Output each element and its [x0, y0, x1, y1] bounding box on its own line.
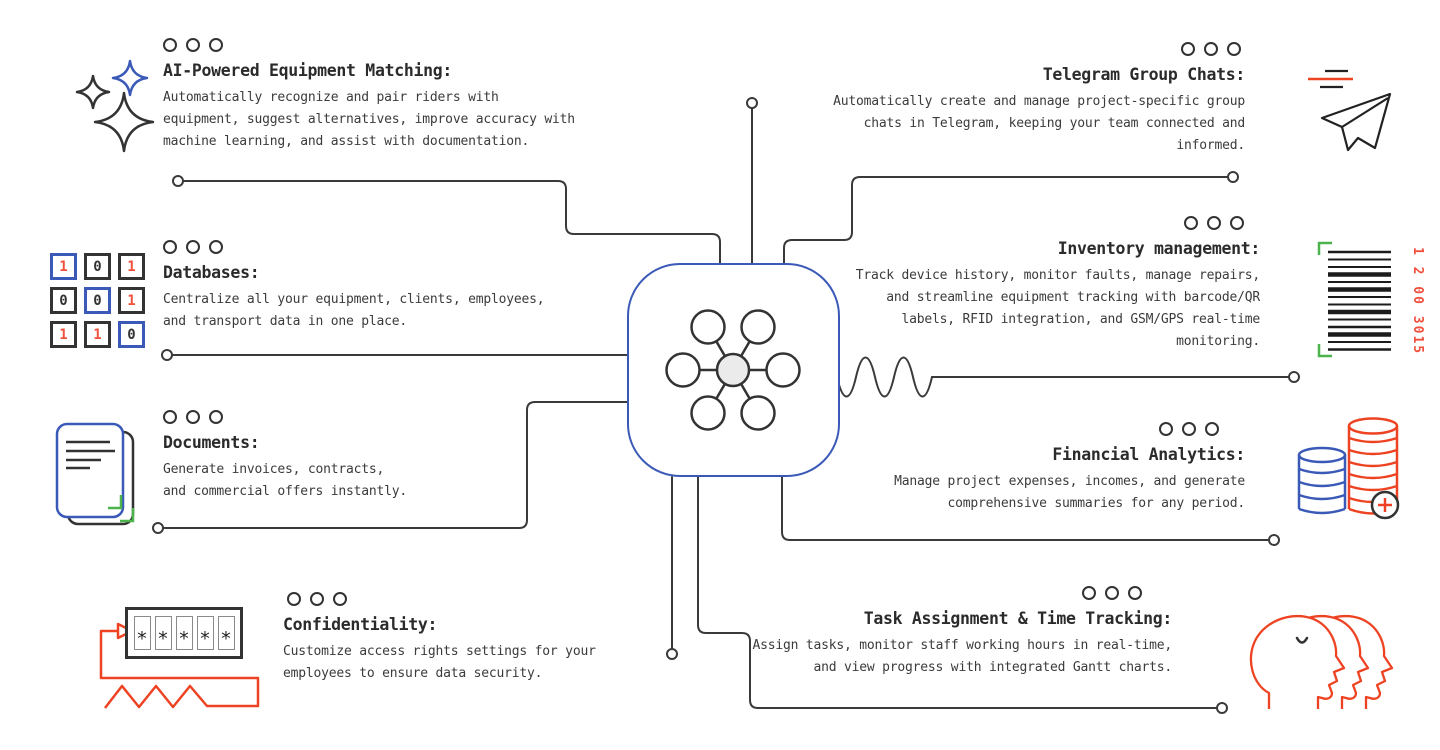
wire-tasks — [697, 476, 1218, 709]
feature-inventory: Inventory management: Track device histo… — [856, 216, 1260, 353]
three-dots-decoration — [287, 592, 596, 606]
binary-cell: 0 — [84, 287, 111, 314]
binary-cell: 0 — [84, 253, 111, 280]
feature-title: Inventory management: — [1057, 239, 1261, 258]
binary-cell: 1 — [118, 253, 145, 280]
password-char-slot: * — [154, 616, 172, 650]
wire-telegram — [783, 176, 1229, 266]
feature-ai-matching: AI-Powered Equipment Matching: Automatic… — [163, 38, 575, 153]
wire-inventory-wave — [836, 356, 1290, 398]
feature-title: Confidentiality: — [283, 615, 438, 634]
feature-description: Centralize all your equipment, clients, … — [163, 292, 545, 329]
central-hub — [627, 263, 840, 477]
feature-description: Manage project expenses, incomes, and ge… — [894, 474, 1245, 511]
green-corner-brackets — [108, 495, 135, 523]
profile-heads-icon — [1249, 615, 1394, 709]
coin-stacks-icon — [1297, 417, 1400, 520]
wire-ai — [182, 180, 721, 266]
inventory-code-label: 1 2 00 3015 — [1410, 247, 1425, 356]
feature-telegram: Telegram Group Chats: Automatically crea… — [833, 42, 1245, 157]
feature-databases: Databases: Centralize all your equipment… — [163, 240, 545, 333]
feature-title: AI-Powered Equipment Matching: — [163, 61, 453, 80]
feature-confidentiality: Confidentiality: Customize access rights… — [283, 592, 596, 685]
barcode-icon — [1317, 241, 1391, 358]
feature-description: Generate invoices, contracts, and commer… — [163, 462, 408, 499]
password-mask-icon: * * * * * — [125, 607, 243, 659]
binary-cell: 1 — [84, 321, 111, 348]
password-char-slot: * — [133, 616, 151, 650]
three-dots-decoration — [856, 216, 1244, 230]
three-dots-decoration — [833, 42, 1241, 56]
document-text-lines — [66, 440, 115, 470]
blue-coin-stack — [1297, 446, 1347, 515]
feature-title: Financial Analytics: — [1052, 445, 1245, 464]
binary-cell: 1 — [50, 321, 77, 348]
wire-financial — [781, 476, 1270, 541]
binary-cell: 1 — [50, 253, 77, 280]
three-dots-decoration — [753, 586, 1142, 600]
feature-tasks: Task Assignment & Time Tracking: Assign … — [753, 586, 1172, 679]
binary-grid-icon: 1 0 1 0 0 1 1 1 0 — [50, 253, 145, 348]
plus-badge-icon — [1370, 490, 1400, 520]
password-char-slot: * — [175, 616, 193, 650]
password-char-slot: * — [196, 616, 214, 650]
connector-wires — [162, 107, 1290, 709]
feature-title: Telegram Group Chats: — [1042, 65, 1246, 84]
feature-description: Assign tasks, monitor staff working hour… — [752, 638, 1173, 675]
barcode-bars — [1328, 250, 1391, 351]
binary-cell: 0 — [50, 287, 77, 314]
password-char-slot: * — [217, 616, 235, 650]
binary-cell: 0 — [118, 321, 145, 348]
feature-documents: Documents: Generate invoices, contracts,… — [163, 410, 407, 503]
sparkles-icon — [75, 59, 155, 153]
green-corner-brackets — [1317, 241, 1332, 358]
closed-eye — [1295, 636, 1309, 644]
feature-title: Task Assignment & Time Tracking: — [863, 609, 1173, 628]
feature-description: Track device history, monitor faults, ma… — [855, 268, 1260, 349]
feature-title: Documents: — [163, 433, 260, 452]
feature-title: Databases: — [163, 263, 260, 282]
three-dots-decoration — [163, 410, 407, 424]
feature-financial: Financial Analytics: Manage project expe… — [894, 422, 1245, 515]
documents-icon — [55, 422, 135, 526]
network-hub-icon — [665, 309, 801, 431]
wire-terminals — [152, 97, 1300, 714]
feature-description: Automatically create and manage project-… — [833, 94, 1245, 153]
three-dots-decoration — [163, 38, 575, 52]
binary-cell: 1 — [118, 287, 145, 314]
paper-plane-icon — [1308, 69, 1392, 152]
feature-description: Customize access rights settings for you… — [283, 644, 596, 681]
wire-documents — [162, 401, 630, 529]
three-dots-decoration — [163, 240, 544, 254]
three-dots-decoration — [894, 422, 1219, 436]
feature-description: Automatically recognize and pair riders … — [163, 90, 575, 149]
